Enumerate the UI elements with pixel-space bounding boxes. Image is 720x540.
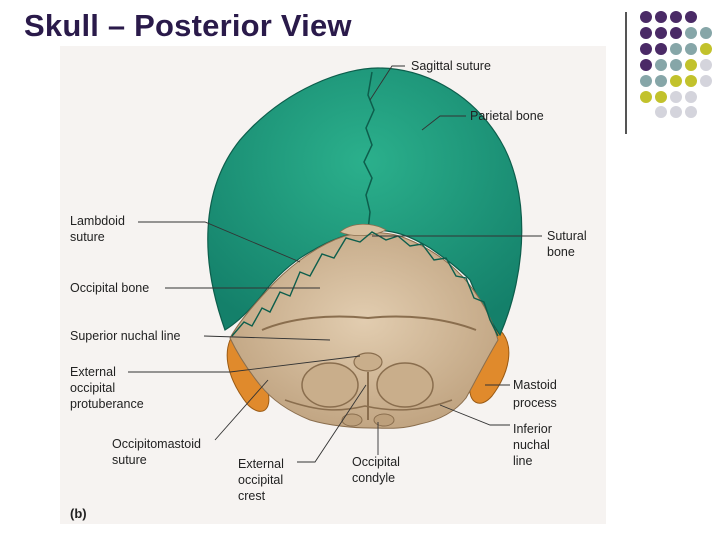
label-crest-2: occipital xyxy=(238,473,283,487)
figure-tag: (b) xyxy=(70,506,87,521)
dot xyxy=(685,59,697,71)
occipital-condyle-left xyxy=(341,413,363,427)
decorative-dot-grid xyxy=(640,11,712,118)
foramen-region-left xyxy=(301,362,359,408)
dot xyxy=(655,106,667,118)
dot xyxy=(655,27,667,39)
leader-lines xyxy=(128,65,542,463)
dot xyxy=(670,27,682,39)
label-occipitomastoid-1: Occipitomastoid xyxy=(112,437,201,451)
dot xyxy=(640,11,652,23)
dot xyxy=(670,11,682,23)
leader-protuberance xyxy=(128,355,361,373)
label-lambdoid-2: suture xyxy=(70,230,105,244)
dot xyxy=(700,59,712,71)
dot xyxy=(640,43,652,55)
label-occipital-bone: Occipital bone xyxy=(70,281,149,295)
label-superior-nuchal-line: Superior nuchal line xyxy=(70,329,181,343)
dot-row-4 xyxy=(640,59,712,71)
label-inferior-nuchal-2: nuchal xyxy=(513,438,550,452)
dot xyxy=(670,59,682,71)
label-sutural-2: bone xyxy=(547,245,575,259)
leader-occipitomastoid xyxy=(214,379,269,441)
dot xyxy=(670,75,682,87)
leader-superior-nuchal xyxy=(203,335,331,341)
label-inferior-nuchal-3: line xyxy=(513,454,533,468)
skull-figure: Sagittal suture Parietal bone Lambdoid s… xyxy=(60,46,606,524)
foramen-region-right xyxy=(376,362,434,408)
dot-row-2 xyxy=(640,27,712,39)
label-protuberance-1: External xyxy=(70,365,116,379)
dot xyxy=(685,75,697,87)
dot xyxy=(640,75,652,87)
dot xyxy=(685,27,697,39)
label-mastoid-2: process xyxy=(513,396,557,410)
label-lambdoid-1: Lambdoid xyxy=(70,214,125,228)
leader-crest xyxy=(297,384,367,463)
label-inferior-nuchal-1: Inferior xyxy=(513,422,552,436)
dot xyxy=(685,106,697,118)
leader-sagittal xyxy=(369,65,405,101)
label-sutural-1: Sutural xyxy=(547,229,587,243)
dot xyxy=(700,75,712,87)
label-crest-3: crest xyxy=(238,489,266,503)
dot xyxy=(670,43,682,55)
label-crest-1: External xyxy=(238,457,284,471)
lambdoid-suture-line xyxy=(231,231,499,337)
dot xyxy=(685,43,697,55)
dot xyxy=(655,91,667,103)
dot xyxy=(685,91,697,103)
dot-row-5 xyxy=(640,75,712,87)
leader-inferior-nuchal xyxy=(439,404,510,426)
label-protuberance-3: protuberance xyxy=(70,397,144,411)
label-parietal-bone: Parietal bone xyxy=(470,109,544,123)
leader-parietal xyxy=(421,115,466,131)
dot-row-6 xyxy=(640,91,697,103)
sagittal-suture-line xyxy=(363,71,375,231)
dot xyxy=(670,106,682,118)
slide-title: Skull – Posterior View xyxy=(24,8,352,43)
label-sagittal-suture: Sagittal suture xyxy=(411,59,491,73)
leader-lambdoid xyxy=(138,221,301,263)
dot xyxy=(640,59,652,71)
dot xyxy=(655,43,667,55)
dot-row-7 xyxy=(655,106,697,118)
label-condyle-1: Occipital xyxy=(352,455,400,469)
divider-line xyxy=(625,12,627,134)
inferior-nuchal-ridge xyxy=(284,399,453,411)
dot xyxy=(655,59,667,71)
label-protuberance-2: occipital xyxy=(70,381,115,395)
superior-nuchal-ridge xyxy=(261,315,477,331)
skull-diagram: Sagittal suture Parietal bone Lambdoid s… xyxy=(70,59,587,521)
dot xyxy=(655,11,667,23)
parietal-bone xyxy=(207,67,523,337)
dot xyxy=(655,75,667,87)
dot xyxy=(685,11,697,23)
external-occipital-protuberance xyxy=(353,352,383,372)
dot xyxy=(700,43,712,55)
dot-row-3 xyxy=(640,43,712,55)
label-occipitomastoid-2: suture xyxy=(112,453,147,467)
dot-row-1 xyxy=(640,11,697,23)
dot xyxy=(670,91,682,103)
dot xyxy=(640,91,652,103)
occipital-condyle-right xyxy=(373,413,395,427)
dot xyxy=(640,27,652,39)
label-mastoid-1: Mastoid xyxy=(513,378,557,392)
dot xyxy=(700,27,712,39)
label-condyle-2: condyle xyxy=(352,471,395,485)
